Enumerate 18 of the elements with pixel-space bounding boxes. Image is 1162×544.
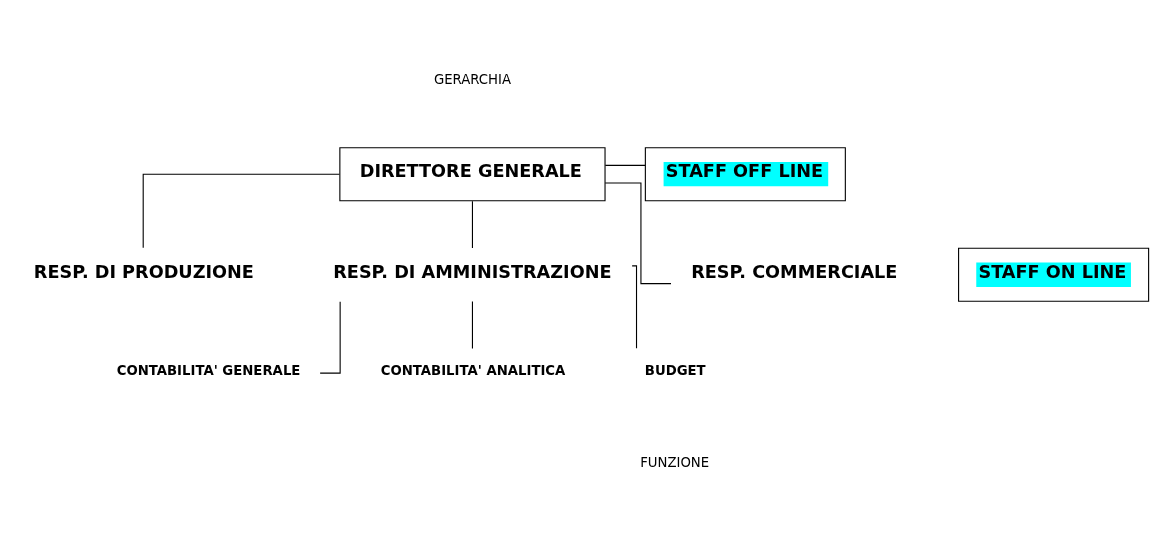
connector — [604, 164, 646, 166]
node-box: DIRETTORE GENERALE — [339, 147, 606, 202]
connector — [631, 265, 638, 349]
node-box: STAFF ON LINE — [958, 247, 1150, 302]
node-text: RESP. COMMERCIALE — [691, 261, 898, 282]
node-text: CONTABILITA' GENERALE — [116, 363, 301, 379]
connector — [604, 182, 672, 285]
node-text: RESP. DI AMMINISTRAZIONE — [333, 261, 612, 282]
node-box: STAFF OFF LINE — [644, 147, 846, 202]
connector — [142, 173, 341, 249]
connector — [319, 301, 341, 374]
label: FUNZIONE — [640, 455, 710, 471]
node-text: RESP. DI PRODUZIONE — [33, 261, 254, 282]
connector — [471, 200, 473, 249]
connector — [471, 300, 473, 350]
node-text: BUDGET — [644, 363, 706, 379]
label: GERARCHIA — [433, 71, 511, 87]
node-text: CONTABILITA' ANALITICA — [380, 363, 566, 379]
